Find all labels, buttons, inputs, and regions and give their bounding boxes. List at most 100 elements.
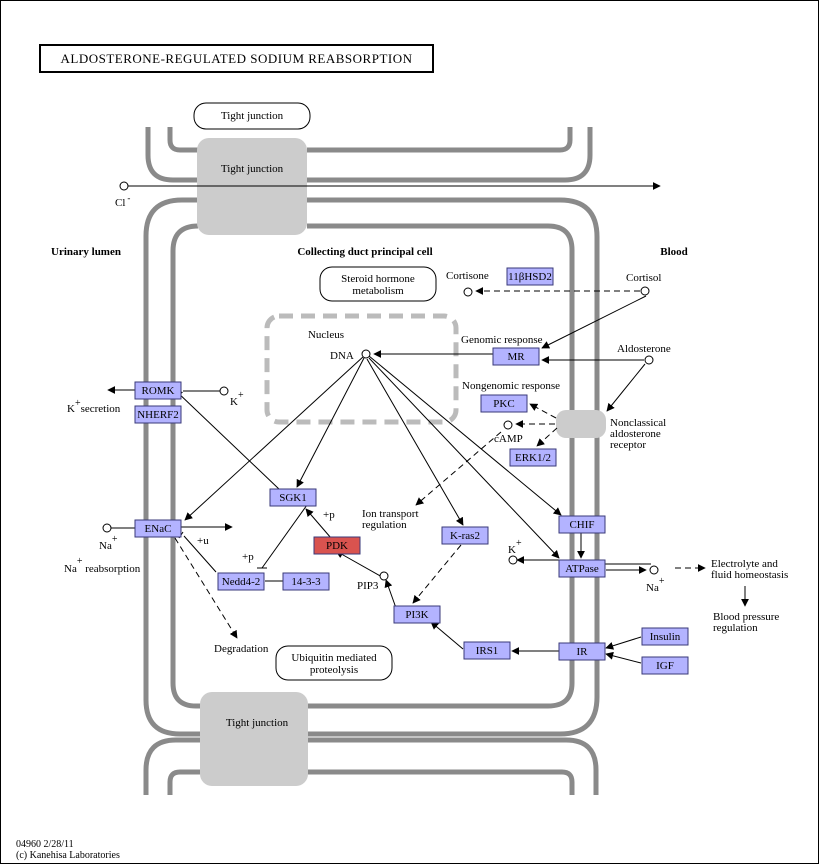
- cortisol-label: Cortisol: [626, 272, 661, 284]
- gene-igf[interactable]: IGF: [641, 656, 689, 675]
- svg-text:ERK1/2: ERK1/2: [515, 452, 551, 464]
- na-enac-node: [102, 523, 112, 533]
- nonclassical-receptor: Nonclassical aldosterone receptor: [556, 410, 666, 451]
- svg-text:IGF: IGF: [656, 660, 674, 672]
- ion-transport-label-1: Ion transport: [362, 508, 419, 520]
- svg-text:Tight junction: Tight junction: [221, 163, 284, 175]
- svg-text:Nedd4-2: Nedd4-2: [222, 576, 261, 588]
- cortisone-label: Cortisone: [446, 270, 489, 282]
- cortisol-node: [640, 286, 650, 296]
- dna-node: [361, 349, 371, 359]
- svg-text:Tight junction: Tight junction: [221, 110, 284, 122]
- gene-sgk1[interactable]: SGK1: [269, 488, 317, 507]
- gene-pkc[interactable]: PKC: [480, 394, 528, 413]
- k-secretion-label: K+secretion: [67, 398, 121, 415]
- gene-k-ras2[interactable]: K-ras2: [441, 526, 489, 545]
- svg-text:PDK: PDK: [326, 540, 348, 552]
- gene-enac[interactable]: ENaC: [134, 519, 182, 538]
- aldosterone-node: [644, 355, 654, 365]
- gene-nherf2[interactable]: NHERF2: [134, 405, 182, 424]
- svg-text:Tight junction: Tight junction: [226, 717, 289, 729]
- gene-erk1-2[interactable]: ERK1/2: [509, 448, 557, 467]
- cell-label: Collecting duct principal cell: [297, 246, 432, 258]
- svg-text:Steroid hormone: Steroid hormone: [341, 273, 415, 285]
- steroid-hormone-metabolism-box[interactable]: Steroid hormone metabolism: [319, 266, 437, 302]
- electrolyte-label-2: fluid homeostasis: [711, 569, 788, 581]
- gene-irs1[interactable]: IRS1: [463, 641, 511, 660]
- dna-label: DNA: [330, 350, 354, 362]
- nongenomic-response-label: Nongenomic response: [462, 380, 560, 392]
- svg-text:IR: IR: [577, 646, 589, 658]
- cl-node: [119, 181, 129, 191]
- k-atpase-node: [508, 555, 518, 565]
- svg-text:Insulin: Insulin: [650, 631, 681, 643]
- compound-nodes: [102, 181, 659, 581]
- svg-text:14-3-3: 14-3-3: [291, 576, 321, 588]
- camp-label: cAMP: [494, 433, 523, 445]
- camp-node: [503, 420, 513, 430]
- svg-text:ATPase: ATPase: [565, 563, 599, 575]
- electrolyte-label-1: Electrolyte and: [711, 558, 778, 570]
- gene-mr[interactable]: MR: [492, 347, 540, 366]
- svg-text:Ubiquitin mediated: Ubiquitin mediated: [291, 652, 377, 664]
- na-enac-label: Na+: [99, 534, 118, 552]
- ion-transport-label-2: regulation: [362, 519, 407, 531]
- genomic-response-label: Genomic response: [461, 334, 543, 346]
- blood-label: Blood: [660, 246, 688, 258]
- aldosterone-label: Aldosterone: [617, 343, 671, 355]
- gene-pi3k[interactable]: PI3K: [393, 605, 441, 624]
- na-atpase-label: Na+: [646, 576, 665, 594]
- svg-text:ROMK: ROMK: [141, 385, 174, 397]
- gene-atpase[interactable]: ATPase: [558, 559, 606, 578]
- svg-text:aldosterone: aldosterone: [610, 428, 661, 440]
- nucleus: Nucleus: [264, 313, 459, 425]
- svg-text:NHERF2: NHERF2: [137, 409, 179, 421]
- degradation-label: Degradation: [214, 643, 269, 655]
- title-box: ALDOSTERONE-REGULATED SODIUM REABSORPTIO…: [39, 44, 434, 73]
- pip3-label: PIP3: [357, 580, 379, 592]
- svg-text:proteolysis: proteolysis: [310, 664, 358, 676]
- svg-text:MR: MR: [507, 351, 525, 363]
- labels: Cl- K+secretion K+ Na+ Na+ reabsorption …: [64, 193, 788, 655]
- svg-text:IRS1: IRS1: [476, 645, 499, 657]
- svg-text:receptor: receptor: [610, 439, 646, 451]
- gene-nedd4-2[interactable]: Nedd4-2: [217, 572, 265, 591]
- gene-pdk[interactable]: PDK: [313, 536, 361, 555]
- svg-text:11βHSD2: 11βHSD2: [508, 271, 552, 283]
- footer-id: 04960 2/28/11: [16, 839, 74, 850]
- plus-p-sgk1-label: +p: [323, 509, 335, 521]
- gene-insulin[interactable]: Insulin: [641, 627, 689, 646]
- svg-text:SGK1: SGK1: [279, 492, 307, 504]
- na-atpase-node: [649, 565, 659, 575]
- gene-ir[interactable]: IR: [558, 642, 606, 661]
- cell-walls: [143, 127, 600, 795]
- svg-text:Nucleus: Nucleus: [308, 329, 344, 341]
- svg-text:ENaC: ENaC: [145, 523, 172, 535]
- svg-text:PKC: PKC: [493, 398, 514, 410]
- k-atpase-label: K+: [508, 538, 522, 556]
- gene-romk[interactable]: ROMK: [134, 381, 182, 400]
- cl-label: Cl-: [115, 193, 130, 209]
- svg-text:Nonclassical: Nonclassical: [610, 417, 666, 429]
- svg-text:PI3K: PI3K: [405, 609, 428, 621]
- plus-u-label: +u: [197, 535, 209, 547]
- svg-text:metabolism: metabolism: [352, 285, 404, 297]
- blood-pressure-label-1: Blood pressure: [713, 611, 779, 623]
- svg-text:K-ras2: K-ras2: [450, 530, 480, 542]
- cortisone-node: [463, 287, 473, 297]
- gene-chif[interactable]: CHIF: [558, 515, 606, 534]
- urinary-lumen-label: Urinary lumen: [51, 246, 121, 258]
- pip3-node: [379, 571, 389, 581]
- footer-copyright: (c) Kanehisa Laboratories: [16, 850, 120, 861]
- svg-text:CHIF: CHIF: [569, 519, 594, 531]
- na-reabsorption-label: Na+ reabsorption: [64, 556, 141, 575]
- gene-14-3-3[interactable]: 14-3-3: [282, 572, 330, 591]
- gene-11bhsd2[interactable]: 11βHSD2: [506, 267, 554, 286]
- diagram-title: ALDOSTERONE-REGULATED SODIUM REABSORPTIO…: [61, 51, 413, 66]
- tight-junction-top-box[interactable]: Tight junction: [193, 102, 311, 130]
- tight-junction-lower: Tight junction: [200, 692, 308, 786]
- k-romk-node: [219, 386, 229, 396]
- ubiquitin-proteolysis-box[interactable]: Ubiquitin mediated proteolysis: [275, 645, 393, 681]
- blood-pressure-label-2: regulation: [713, 622, 758, 634]
